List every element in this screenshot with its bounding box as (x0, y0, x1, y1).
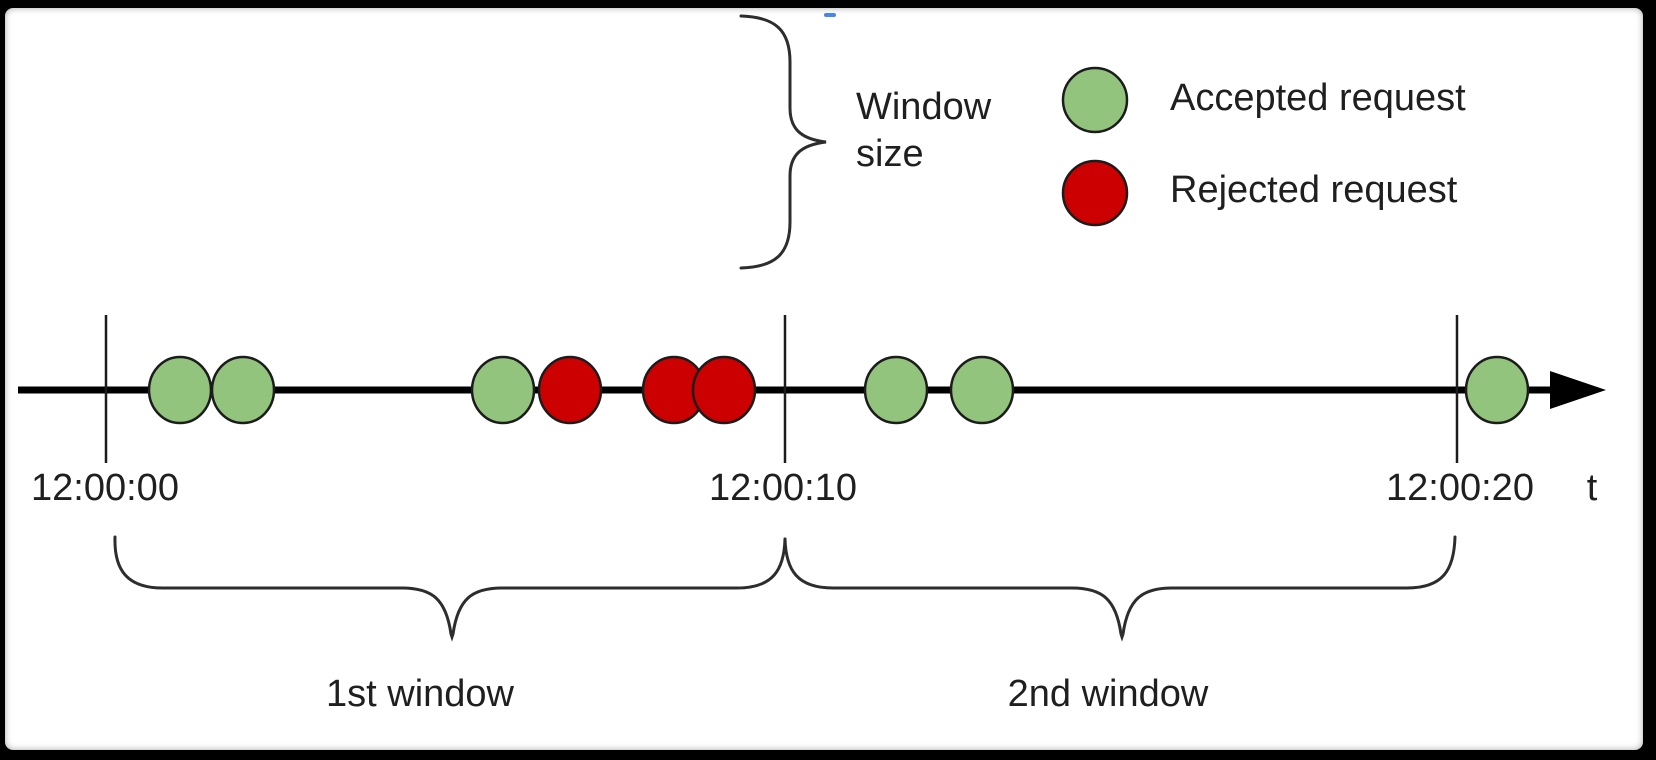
accepted-request-marker (210, 355, 276, 425)
legend-accepted-swatch (1061, 66, 1129, 134)
first-window-label: 1st window (326, 673, 514, 715)
request-markers (147, 355, 1530, 425)
time-axis-label: t (1586, 467, 1598, 509)
window-size-brace (739, 14, 827, 270)
rejected-request-marker (691, 355, 757, 425)
tick-label-12-00-10: 12:00:10 (709, 467, 857, 509)
second-window-label: 2nd window (1007, 673, 1209, 715)
tick-label-12-00-20: 12:00:20 (1386, 467, 1534, 509)
accepted-request-marker (949, 355, 1015, 425)
accepted-request-marker (470, 355, 536, 425)
legend-rejected-label: Rejected request (1170, 169, 1458, 211)
accepted-request-marker (863, 355, 929, 425)
legend-rejected-swatch (1061, 159, 1129, 227)
tick-label-12-00-00: 12:00:00 (31, 467, 179, 509)
window-size-label: Window size (856, 86, 992, 175)
legend-accepted-label: Accepted request (1170, 77, 1466, 119)
second-window-brace (783, 535, 1457, 642)
rejected-request-marker (537, 355, 603, 425)
diagram-canvas (5, 8, 1643, 750)
accepted-request-marker (147, 355, 213, 425)
blue-artifact-mark (824, 13, 836, 17)
timeline-arrowhead-icon (1550, 371, 1606, 409)
accepted-request-marker (1464, 355, 1530, 425)
first-window-brace (113, 535, 787, 642)
